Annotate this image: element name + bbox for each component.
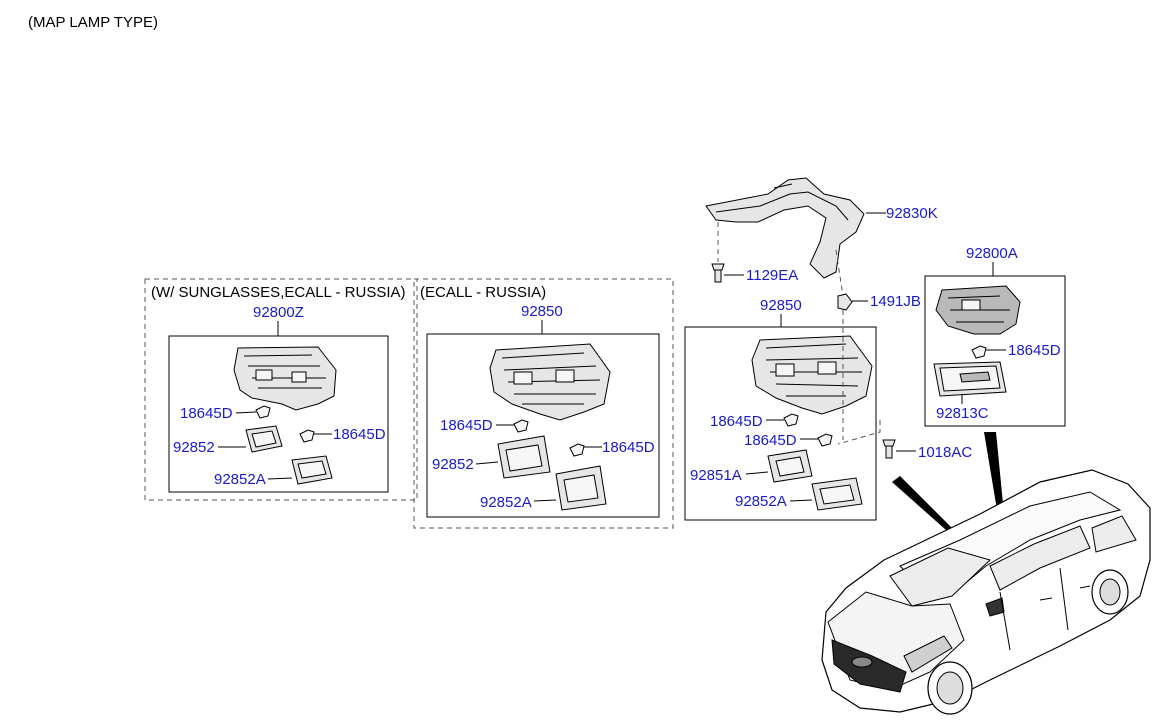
- screw-1018AC: [882, 439, 896, 459]
- group3-box: [684, 326, 877, 521]
- part-1129EA[interactable]: 1129EA: [746, 267, 798, 284]
- part-18645D-g2b[interactable]: 18645D: [602, 439, 655, 456]
- part-18645D-g3b[interactable]: 18645D: [744, 432, 797, 449]
- group1-box: [168, 335, 389, 493]
- bulb-icon-92800A: [971, 345, 987, 359]
- part-92852A-g3[interactable]: 92852A: [735, 493, 787, 510]
- bulb-icon-g2a: [513, 419, 529, 433]
- part-18645D-g3a[interactable]: 18645D: [710, 413, 763, 430]
- part-18645D-g2a[interactable]: 18645D: [440, 417, 493, 434]
- car-illustration: [821, 432, 1151, 715]
- part-18645D-g4[interactable]: 18645D: [1008, 342, 1061, 359]
- part-92852A-g2[interactable]: 92852A: [480, 494, 532, 511]
- part-1491JB[interactable]: 1491JB: [870, 293, 921, 310]
- clip-1491JB: [837, 293, 853, 311]
- part-18645D-g1b[interactable]: 18645D: [333, 426, 386, 443]
- group4-box: [924, 275, 1066, 427]
- group1-label: (W/ SUNGLASSES,ECALL - RUSSIA): [151, 284, 406, 301]
- part-92852-g2[interactable]: 92852: [432, 456, 474, 473]
- part-92800A[interactable]: 92800A: [966, 245, 1018, 262]
- part-92852-g1[interactable]: 92852: [173, 439, 215, 456]
- bracket-92830K: [705, 177, 865, 279]
- screw-1129EA: [711, 263, 725, 283]
- bulb-icon-g1b: [299, 429, 315, 443]
- map-lamp-assembly-g3: [751, 335, 873, 415]
- diagram-title: (MAP LAMP TYPE): [28, 14, 158, 31]
- part-92813C[interactable]: 92813C: [936, 405, 989, 422]
- bulb-icon-g1a: [255, 405, 271, 419]
- room-lamp-assembly-92800A: [935, 285, 1021, 335]
- group2-box: [426, 333, 660, 518]
- part-92830K[interactable]: 92830K: [886, 205, 938, 222]
- bulb-icon-g3b: [817, 433, 833, 447]
- part-92800Z[interactable]: 92800Z: [253, 304, 304, 321]
- part-92852A-g1[interactable]: 92852A: [214, 471, 266, 488]
- part-92850-g3[interactable]: 92850: [760, 297, 802, 314]
- map-lamp-assembly-g1: [233, 346, 337, 411]
- group1-dashed-frame: [144, 278, 418, 501]
- group2-label: (ECALL - RUSSIA): [420, 284, 546, 301]
- bulb-icon-g2b: [569, 443, 585, 457]
- group2-dashed-frame: [413, 278, 674, 529]
- part-18645D-g1a[interactable]: 18645D: [180, 405, 233, 422]
- part-92851A-g3[interactable]: 92851A: [690, 467, 742, 484]
- bulb-icon-g3a: [783, 413, 799, 427]
- part-92850-g2[interactable]: 92850: [521, 303, 563, 320]
- part-1018AC[interactable]: 1018AC: [918, 444, 972, 461]
- map-lamp-assembly-g2: [489, 343, 611, 421]
